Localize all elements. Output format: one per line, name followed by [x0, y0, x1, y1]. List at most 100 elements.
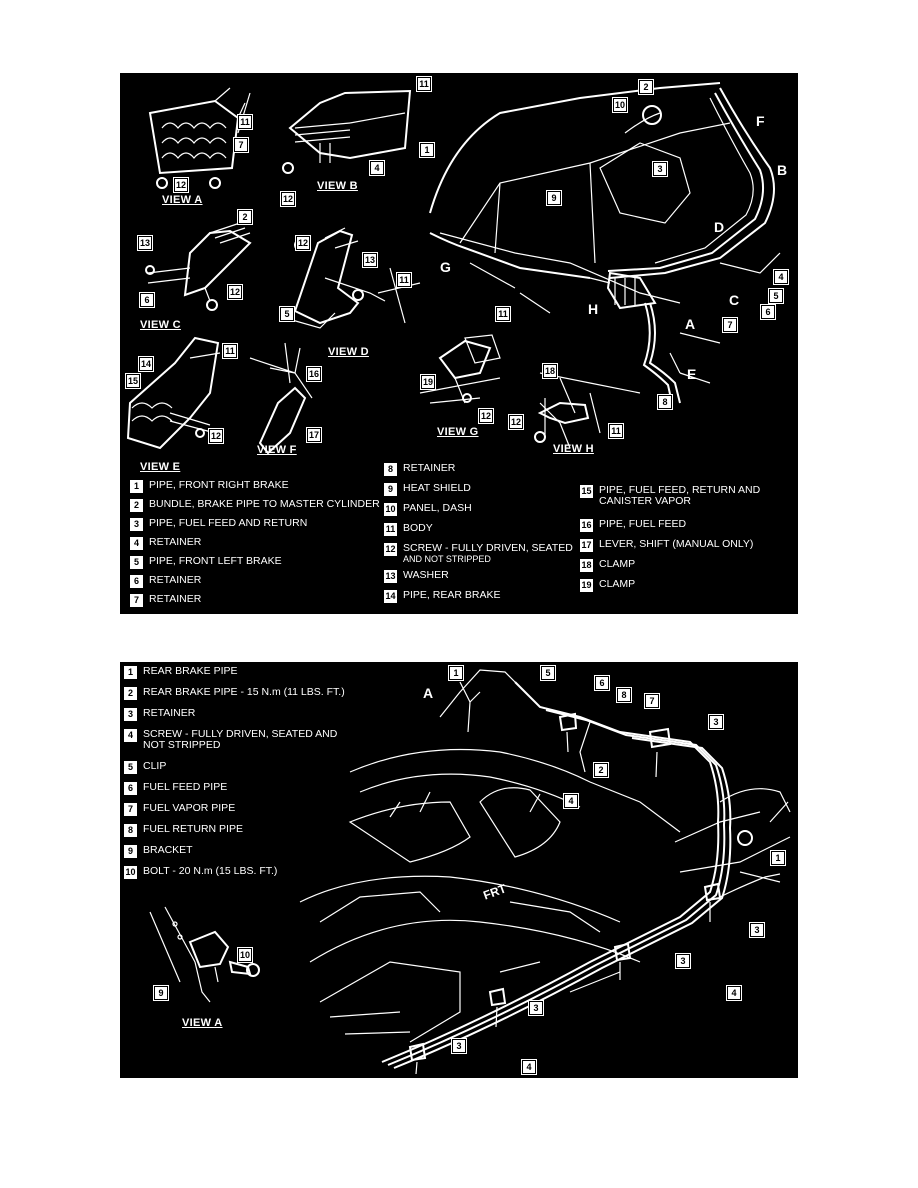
rear-pipe-routing-diagram: VIEW A A FRT 1 5 6 8 7 3 2 4 1 3 3 4 3 3… [120, 662, 798, 1078]
callout-2: 2 [639, 80, 653, 94]
callout-9: 9 [547, 191, 561, 205]
callout-17: 17 [307, 428, 321, 442]
callout-16: 16 [307, 367, 321, 381]
callout-10: 10 [613, 98, 627, 112]
callout-4: 4 [564, 794, 578, 808]
callout-4: 4 [774, 270, 788, 284]
callout-7: 7 [645, 694, 659, 708]
view-a-label: VIEW A [182, 1017, 223, 1029]
front-pipe-routing-diagram: VIEW A VIEW B VIEW C VIEW D VIEW E VIEW … [120, 73, 798, 614]
callout-19: 19 [421, 375, 435, 389]
arrow-letter-d: D [714, 219, 725, 235]
pipe-bundle [382, 670, 780, 1074]
view-g-label: VIEW G [437, 426, 479, 438]
callout-11: 11 [223, 344, 237, 358]
callout-18: 18 [543, 364, 557, 378]
callout-13: 13 [363, 253, 377, 267]
callout-6: 6 [761, 305, 775, 319]
callout-3: 3 [653, 162, 667, 176]
callout-11: 11 [609, 424, 623, 438]
callout-11: 11 [397, 273, 411, 287]
callout-12: 12 [281, 192, 295, 206]
view-a-drawing [150, 907, 259, 1002]
view-d-label: VIEW D [328, 346, 369, 358]
callout-5: 5 [769, 289, 783, 303]
callout-12: 12 [228, 285, 242, 299]
callout-1: 1 [449, 666, 463, 680]
view-e-drawing [128, 338, 220, 448]
view-f-label: VIEW F [257, 444, 297, 456]
callout-7: 7 [723, 318, 737, 332]
arrow-letter-a: A [685, 316, 696, 332]
arrow-letter-f: F [756, 113, 765, 129]
callout-12: 12 [174, 178, 188, 192]
callout-7: 7 [234, 138, 248, 152]
arrow-letter-h: H [588, 301, 599, 317]
view-b-label: VIEW B [317, 180, 358, 192]
callout-12: 12 [479, 409, 493, 423]
callout-4: 4 [522, 1060, 536, 1074]
callout-6: 6 [595, 676, 609, 690]
callout-8: 8 [658, 395, 672, 409]
callout-15: 15 [126, 374, 140, 388]
callout-11: 11 [238, 115, 252, 129]
view-g-drawing [430, 341, 490, 403]
arrow-letter-c: C [729, 292, 740, 308]
arrow-letter-g: G [440, 259, 451, 275]
view-h-drawing [535, 393, 600, 448]
callout-12: 12 [209, 429, 223, 443]
arrow-letter-b: B [777, 162, 788, 178]
view-e-label: VIEW E [140, 461, 181, 473]
callout-12: 12 [509, 415, 523, 429]
callout-3: 3 [709, 715, 723, 729]
callout-5: 5 [541, 666, 555, 680]
callout-2: 2 [238, 210, 252, 224]
callout-4: 4 [370, 161, 384, 175]
front-routing-illustration [120, 73, 798, 614]
callout-9: 9 [154, 986, 168, 1000]
callout-5: 5 [280, 307, 294, 321]
callout-11: 11 [417, 77, 431, 91]
callout-3: 3 [676, 954, 690, 968]
view-d-drawing [285, 228, 420, 328]
callout-3: 3 [529, 1001, 543, 1015]
callout-12: 12 [296, 236, 310, 250]
view-h-label: VIEW H [553, 443, 594, 455]
callout-8: 8 [617, 688, 631, 702]
vehicle-front-section [420, 83, 780, 423]
callout-10: 10 [238, 948, 252, 962]
callout-1: 1 [420, 143, 434, 157]
callout-11: 11 [496, 307, 510, 321]
callout-2: 2 [594, 763, 608, 777]
view-c-drawing [146, 223, 250, 310]
view-c-label: VIEW C [140, 319, 181, 331]
callout-1: 1 [771, 851, 785, 865]
callout-13: 13 [138, 236, 152, 250]
callout-3: 3 [452, 1039, 466, 1053]
